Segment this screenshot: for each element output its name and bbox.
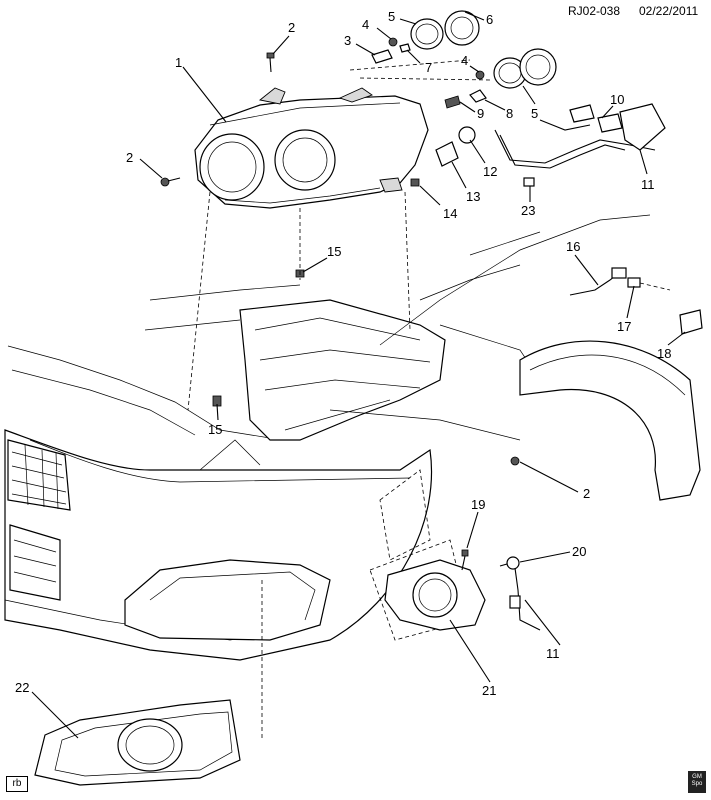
callout-9: 9 xyxy=(477,106,484,121)
screw-top xyxy=(266,52,275,73)
front-fender xyxy=(379,214,701,501)
fog-lamp-assembly xyxy=(369,539,541,641)
fog-lamp-bezel xyxy=(34,580,263,786)
screw-left xyxy=(160,177,181,187)
leader-lines xyxy=(31,11,686,739)
front-end-structure xyxy=(7,264,521,471)
side-marker-parts xyxy=(569,267,703,335)
callout-11-lower: 11 xyxy=(546,646,560,661)
callout-12: 12 xyxy=(483,164,497,179)
callout-20: 20 xyxy=(572,544,586,559)
callout-5-top: 5 xyxy=(388,9,395,24)
callout-18: 18 xyxy=(657,346,671,361)
corner-tag: rb xyxy=(6,776,28,792)
alignment-lines xyxy=(187,191,411,411)
callout-10: 10 xyxy=(610,92,624,107)
callout-7: 7 xyxy=(425,60,432,75)
callout-4-top: 4 xyxy=(362,17,369,32)
front-bumper-fascia xyxy=(4,429,433,661)
drawing-code: RJ02-038 xyxy=(568,4,620,18)
callout-23: 23 xyxy=(521,203,535,218)
callout-15-upper: 15 xyxy=(327,244,341,259)
callout-6: 6 xyxy=(486,12,493,27)
callout-4-mid: 4 xyxy=(461,53,468,68)
callout-2-lower: 2 xyxy=(583,486,590,501)
callout-14: 14 xyxy=(443,206,457,221)
logo-line-2: Spo xyxy=(691,781,703,787)
callout-17: 17 xyxy=(617,319,631,334)
callout-15-lower: 15 xyxy=(208,422,222,437)
headlamp-assembly xyxy=(194,87,429,209)
callout-21: 21 xyxy=(482,683,496,698)
callout-5-mid: 5 xyxy=(531,106,538,121)
harness-and-bulbs xyxy=(410,103,666,187)
callout-22: 22 xyxy=(15,680,29,695)
callout-8: 8 xyxy=(506,106,513,121)
callout-13: 13 xyxy=(466,189,480,204)
callout-3: 3 xyxy=(344,33,351,48)
callout-1: 1 xyxy=(175,55,182,70)
drawing-date: 02/22/2011 xyxy=(639,4,698,18)
bulb-sockets-upper xyxy=(349,10,557,109)
callout-16: 16 xyxy=(566,239,580,254)
callout-2-left: 2 xyxy=(126,150,133,165)
callout-labels: 1 2 2 2 3 4 4 5 5 6 7 8 9 10 11 11 12 13… xyxy=(15,9,671,698)
callout-11-upper: 11 xyxy=(641,177,655,192)
publisher-logo: GM Spo xyxy=(688,771,706,793)
logo-line-1: GM xyxy=(692,774,702,780)
callout-19: 19 xyxy=(471,497,485,512)
bolt-lower xyxy=(510,456,520,466)
callout-2-top: 2 xyxy=(288,20,295,35)
